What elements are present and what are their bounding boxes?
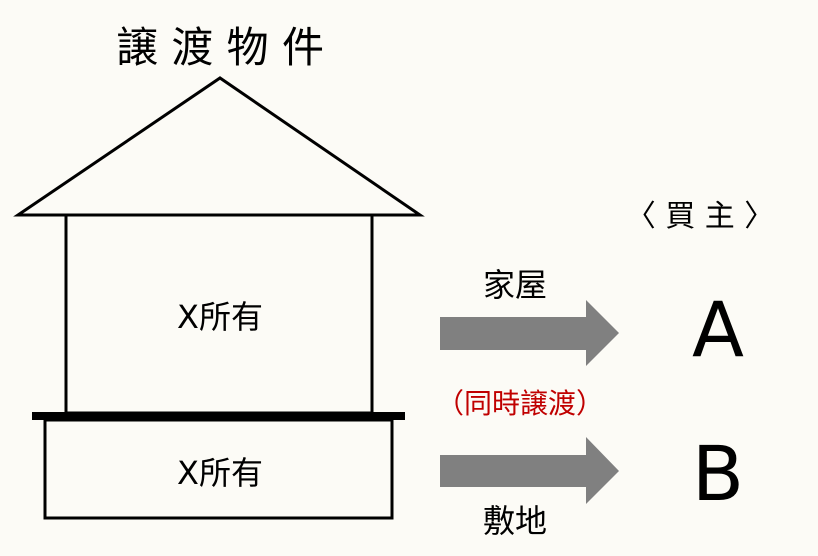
transfer-item-land: 敷地 <box>483 502 547 540</box>
diagram-title: 譲 渡 物 件 <box>116 23 324 72</box>
transfer-item-house: 家屋 <box>483 266 547 304</box>
foundation-line <box>32 412 405 420</box>
arrow-right-icon <box>440 437 619 504</box>
land-owner-label: X所有 <box>177 454 263 492</box>
buyer-b: B <box>692 429 744 518</box>
house-roof <box>13 76 425 217</box>
arrow-right-icon <box>440 300 619 366</box>
buyer-a: A <box>692 285 744 374</box>
simultaneous-transfer-note: （同時譲渡） <box>436 387 604 420</box>
building-owner-label: X所有 <box>177 298 263 336</box>
buyers-heading: 〈 買 主 〉 <box>626 199 775 234</box>
land-box <box>43 418 394 520</box>
